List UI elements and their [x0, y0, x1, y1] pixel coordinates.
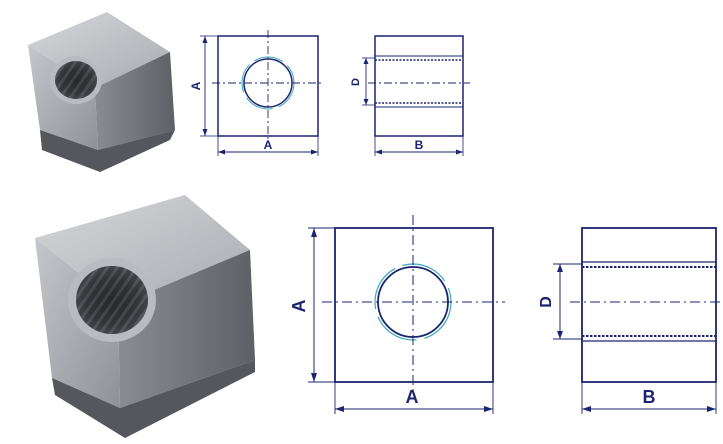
label-width-large: A [406, 387, 419, 407]
nut-top-face [28, 12, 170, 88]
label-width-small: A [264, 138, 273, 152]
label-depth-large: B [643, 387, 656, 407]
front-view-small [200, 30, 324, 156]
side-view-small [362, 35, 470, 156]
square-nut-photo-large [35, 195, 255, 438]
label-thread-large: D [538, 296, 555, 308]
nut-bottom-edge [40, 130, 175, 172]
label-thread-small: D [350, 78, 362, 86]
nut-side-face [95, 52, 175, 150]
label-height-small: A [189, 81, 203, 90]
side-outline [374, 35, 464, 137]
label-depth-small: B [415, 138, 424, 152]
front-outline [334, 227, 494, 383]
front-view-large [308, 215, 505, 414]
label-height-large: A [289, 300, 309, 313]
square-nut-photo-small [28, 12, 175, 172]
side-outline [581, 227, 717, 383]
nut-bottom-edge [52, 360, 255, 438]
nut-side-face [118, 250, 255, 408]
side-view-large [553, 227, 720, 414]
